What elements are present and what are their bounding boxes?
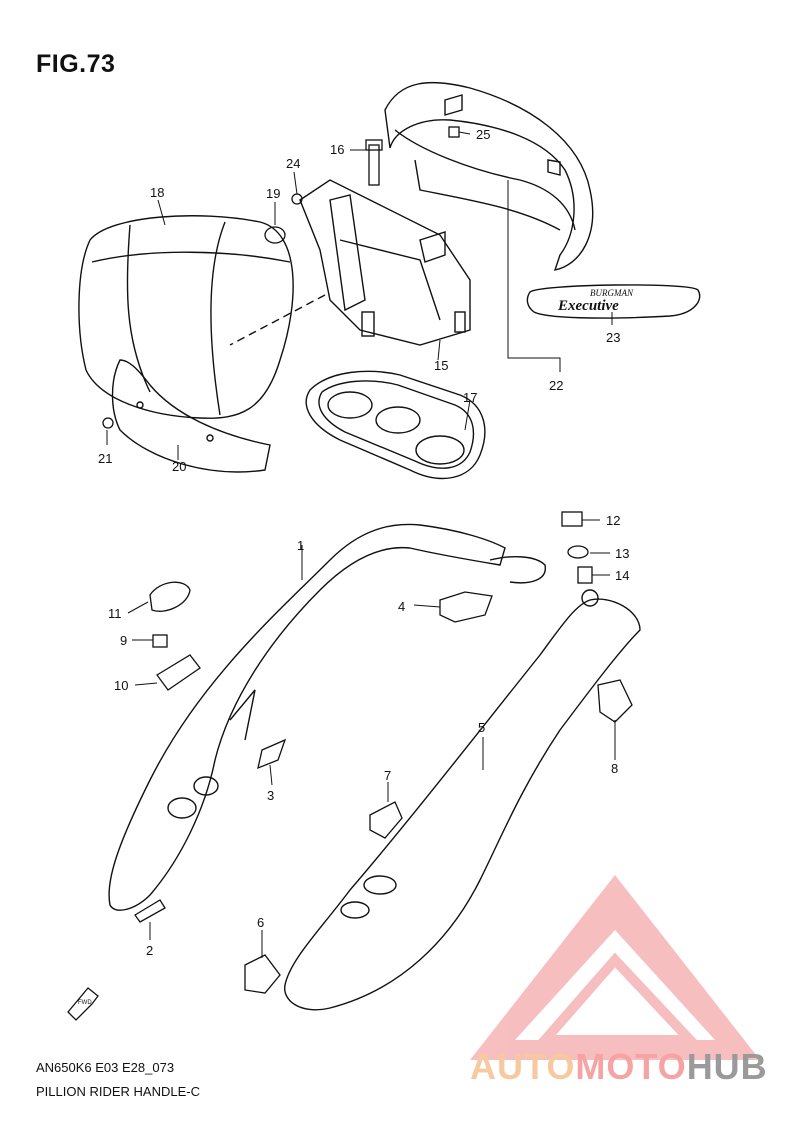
part-label-4: 4 <box>398 599 405 614</box>
rear-cover <box>384 81 594 271</box>
part-label-22: 22 <box>549 378 563 393</box>
bolt-9 <box>152 634 168 648</box>
washer-13 <box>567 545 589 559</box>
side-garnish <box>111 359 271 473</box>
diagram-code: AN650K6 E03 E28_073 <box>36 1060 175 1075</box>
figure-title: FIG.73 <box>36 50 116 78</box>
part-label-17: 17 <box>463 390 477 405</box>
watermark-part2: MOTO <box>575 1046 687 1087</box>
pillion-handle-right <box>284 589 641 1011</box>
bolt-16 <box>368 144 380 186</box>
forward-direction-arrow: FWD <box>67 987 99 1021</box>
diagram-caption: PILLION RIDER HANDLE-C <box>36 1084 200 1099</box>
pad-3 <box>257 738 287 770</box>
part-label-6: 6 <box>257 915 264 930</box>
small-parts <box>134 511 633 994</box>
part-label-5: 5 <box>478 720 485 735</box>
part-label-14: 14 <box>615 568 629 583</box>
plate-10 <box>156 654 201 691</box>
part-label-15: 15 <box>434 358 448 373</box>
bolt-12 <box>561 511 583 527</box>
pillion-handle-left <box>108 523 546 911</box>
part-label-9: 9 <box>120 633 127 648</box>
watermark-triangle <box>470 875 760 1060</box>
part-label-23: 23 <box>606 330 620 345</box>
watermark-part1: AUTO <box>470 1046 576 1087</box>
backrest-bracket <box>229 179 471 346</box>
fwd-label: FWD <box>78 1000 92 1006</box>
base-plate <box>305 370 486 480</box>
part-label-20: 20 <box>172 459 186 474</box>
emblem-line2: Executive <box>557 298 619 314</box>
part-label-1: 1 <box>297 538 304 553</box>
emblem-line1: BURGMAN <box>590 288 634 298</box>
nut-25 <box>448 126 460 138</box>
part-label-19: 19 <box>266 186 280 201</box>
part-label-11: 11 <box>108 606 122 621</box>
leader-lines <box>106 131 616 958</box>
executive-emblem: BURGMAN Executive <box>526 284 701 319</box>
pad-8 <box>597 679 633 723</box>
part-label-24: 24 <box>286 156 300 171</box>
pad-6 <box>244 954 281 994</box>
part-label-12: 12 <box>606 513 620 528</box>
part-label-7: 7 <box>384 768 391 783</box>
top-fasteners <box>102 126 460 429</box>
backrest-pad <box>78 215 294 419</box>
screw-21 <box>102 417 114 429</box>
collar-14 <box>577 566 593 584</box>
part-label-3: 3 <box>267 788 274 803</box>
part-label-13: 13 <box>615 546 629 561</box>
pad-2 <box>134 899 166 923</box>
watermark-part3: HUB <box>686 1046 768 1087</box>
part-label-2: 2 <box>146 943 153 958</box>
grommet-19 <box>264 226 286 244</box>
cover-4 <box>439 591 493 623</box>
pad-7 <box>369 801 403 839</box>
cap-11 <box>149 581 191 612</box>
part-label-16: 16 <box>330 142 344 157</box>
watermark-text: AUTOMOTOHUB <box>470 1046 768 1088</box>
part-label-18: 18 <box>150 185 164 200</box>
part-label-25: 25 <box>476 127 490 142</box>
part-label-10: 10 <box>114 678 128 693</box>
part-label-21: 21 <box>98 451 112 466</box>
part-label-8: 8 <box>611 761 618 776</box>
